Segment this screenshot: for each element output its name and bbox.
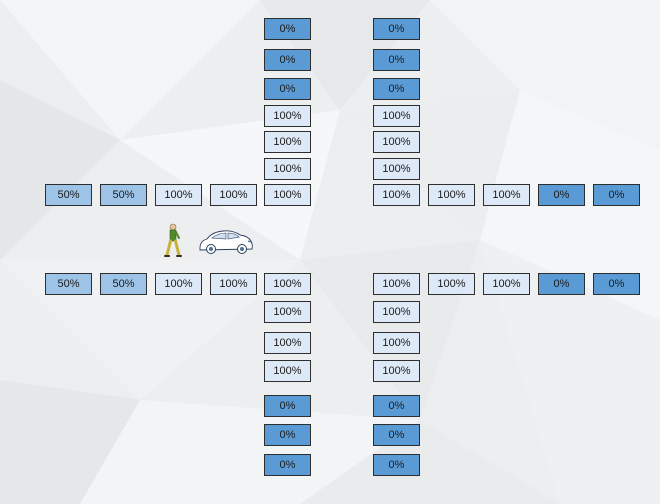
lane-cell: 100%: [264, 184, 311, 206]
lane-cell: 100%: [210, 184, 257, 206]
lane-cell: 0%: [538, 184, 585, 206]
lane-cell: 100%: [264, 105, 311, 127]
lane-cell: 100%: [373, 184, 420, 206]
lane-cell: 0%: [593, 273, 640, 295]
lane-cell: 0%: [373, 395, 420, 417]
lane-cell: 0%: [264, 395, 311, 417]
lane-cell: 100%: [155, 184, 202, 206]
lane-cell: 100%: [373, 273, 420, 295]
lane-cell: 100%: [373, 301, 420, 323]
lane-cell: 0%: [264, 78, 311, 100]
lane-cell: 0%: [538, 273, 585, 295]
lane-cell: 100%: [428, 184, 475, 206]
lane-cell: 0%: [264, 424, 311, 446]
lane-cell: 0%: [373, 18, 420, 40]
lane-cell: 50%: [45, 184, 92, 206]
pedestrian-and-car-illustration: [164, 223, 253, 257]
lane-cell: 0%: [373, 78, 420, 100]
lane-cell: 100%: [264, 332, 311, 354]
lane-cell: 100%: [483, 184, 530, 206]
lane-cell: 0%: [373, 424, 420, 446]
lane-cell: 0%: [264, 18, 311, 40]
lane-cell: 100%: [373, 131, 420, 153]
lane-cell: 0%: [373, 49, 420, 71]
lane-cell: 100%: [210, 273, 257, 295]
lane-cell: 100%: [373, 158, 420, 180]
lane-cell: 100%: [373, 332, 420, 354]
lane-cell: 100%: [264, 301, 311, 323]
lane-cell: 100%: [155, 273, 202, 295]
lane-cell: 100%: [264, 360, 311, 382]
lane-cell: 0%: [264, 49, 311, 71]
lane-cell: 50%: [100, 273, 147, 295]
lane-cell: 0%: [593, 184, 640, 206]
lane-cell: 100%: [264, 273, 311, 295]
lane-cell: 50%: [100, 184, 147, 206]
lane-cell: 100%: [428, 273, 475, 295]
lane-cell: 100%: [373, 360, 420, 382]
lane-cell: 100%: [373, 105, 420, 127]
lane-cell: 100%: [483, 273, 530, 295]
lane-cell: 0%: [264, 454, 311, 476]
lane-cell: 100%: [264, 131, 311, 153]
lane-cell: 100%: [264, 158, 311, 180]
pedestrian-icon: [164, 223, 182, 257]
lane-cell: 50%: [45, 273, 92, 295]
car-icon: [199, 230, 253, 254]
lane-cell: 0%: [373, 454, 420, 476]
